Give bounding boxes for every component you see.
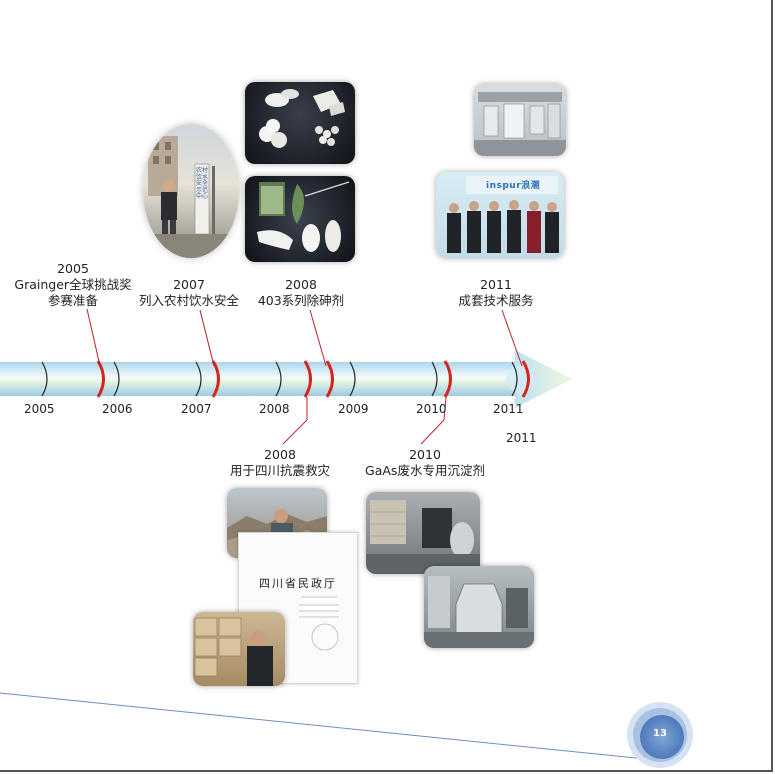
page-decor-line <box>0 692 656 761</box>
event-2008-top-year: 2008 <box>285 277 317 292</box>
axis-year-2011: 2011 <box>493 402 524 416</box>
photo-2007-sign: 农村饮水安全示范中心 <box>143 124 239 258</box>
axis-year-2007: 2007 <box>181 402 212 416</box>
axis-year-2005: 2005 <box>24 402 55 416</box>
event-2005-year: 2005 <box>57 261 89 276</box>
page-number: 13 <box>653 728 667 739</box>
event-2011-line1: 成套技术服务 <box>458 293 534 308</box>
event-2005-label: 2005 Grainger全球挑战奖 参赛准备 <box>0 261 146 309</box>
axis-year-2010: 2010 <box>416 402 447 416</box>
photo-2011-equipment <box>474 84 566 156</box>
event-2010-line1: GaAs废水专用沉淀剂 <box>365 463 485 478</box>
event-2008-bottom-label: 2008 用于四川抗震救灾 <box>222 447 338 479</box>
axis-year-2008: 2008 <box>259 402 290 416</box>
event-2007-line1: 列入农村饮水安全 <box>138 293 239 308</box>
event-2008-top-line1: 403系列除砷剂 <box>257 293 345 308</box>
page-number-circles <box>627 702 693 768</box>
axis-year-2006: 2006 <box>102 402 133 416</box>
event-2007-label: 2007 列入农村饮水安全 <box>132 277 246 309</box>
photo-2008-boxes <box>193 612 285 686</box>
event-2010-label: 2010 GaAs废水专用沉淀剂 <box>352 447 498 479</box>
photo-2011-group: inspur浪潮 <box>436 172 564 258</box>
inspur-logo-text: inspur浪潮 <box>486 181 541 191</box>
event-2008-bottom-line1: 用于四川抗震救灾 <box>229 463 330 478</box>
photo-2008-powder <box>245 176 355 262</box>
event-2005-line2: 参赛准备 <box>47 293 98 308</box>
event-2005-line1: Grainger全球挑战奖 <box>14 277 132 292</box>
event-2010-year: 2010 <box>409 447 441 462</box>
event-2008-top-label: 2008 403系列除砷剂 <box>250 277 352 309</box>
timeline-arrow-head <box>515 350 572 408</box>
event-2008-bottom-year: 2008 <box>264 447 296 462</box>
leader-lines <box>86 308 523 445</box>
axis-year-2011-extra: 2011 <box>506 431 537 445</box>
event-2007-year: 2007 <box>173 277 205 292</box>
photo-2010-factory <box>366 492 480 574</box>
axis-year-2009: 2009 <box>338 402 369 416</box>
event-markers <box>96 360 530 398</box>
event-2011-label: 2011 成套技术服务 <box>446 277 546 309</box>
timeline-arrow-body <box>0 362 525 396</box>
sign-text: 农村饮水安全示范中心 <box>196 167 209 200</box>
photo-2008-pellets <box>245 82 355 164</box>
photo-2010-machine <box>424 566 534 648</box>
ring-separators <box>41 361 518 397</box>
event-2011-year: 2011 <box>480 277 512 292</box>
document-title: 四川省民政厅 <box>259 577 337 590</box>
